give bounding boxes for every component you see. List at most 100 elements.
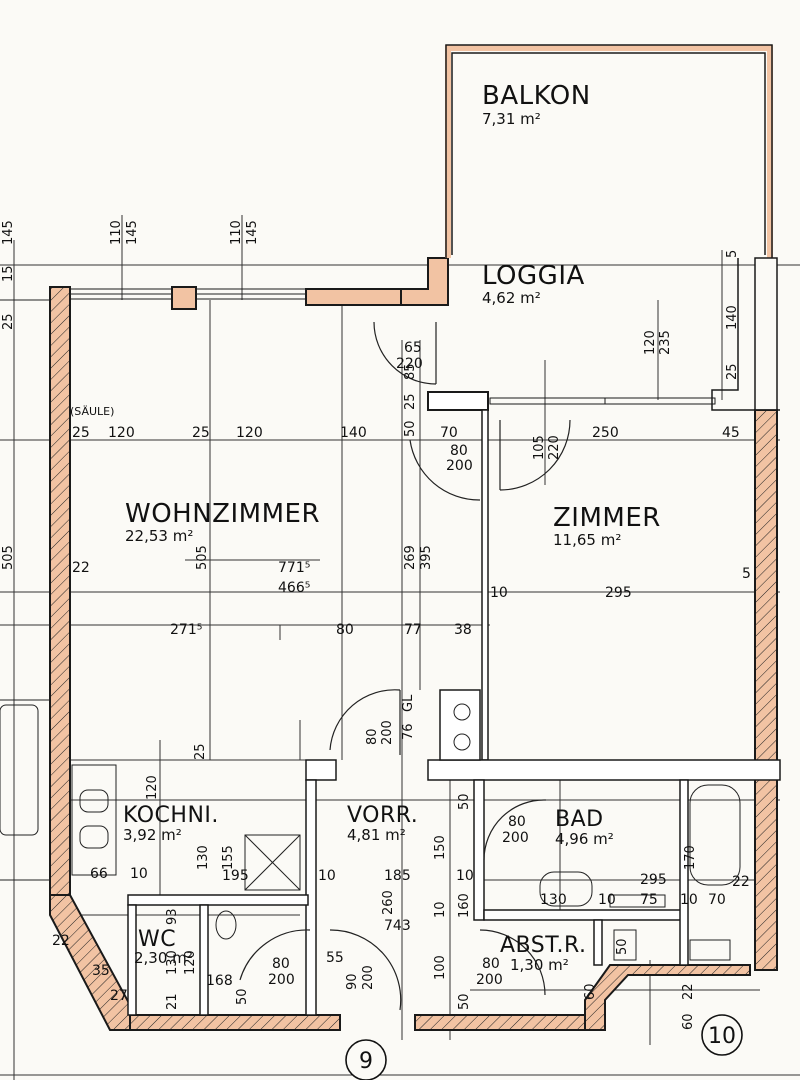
dim-label: 70 [440, 425, 458, 441]
dim-label: 10 [433, 901, 448, 918]
dim-label: 140 [340, 425, 367, 441]
dim-label: 50 [615, 938, 630, 955]
dim-label: 145 [125, 220, 140, 245]
dim-label: 80 [450, 443, 468, 459]
room-labels: BALKON 7,31 m² LOGGIA 4,62 m² WOHNZIMMER… [70, 81, 661, 974]
dim-label: 220 [396, 356, 423, 372]
interior-walls [0, 299, 781, 1016]
room-name-kochni: KOCHNI. [123, 803, 219, 828]
room-area-vorr: 4,81 m² [347, 826, 406, 844]
dim-label: 195 [222, 868, 249, 884]
dim-label: 200 [268, 972, 295, 988]
dim-label: 160 [457, 893, 472, 918]
dim-label: 200 [446, 458, 473, 474]
dim-label: 155 [221, 845, 236, 870]
dim-label: 66 [90, 866, 108, 882]
dim-label: 90 [345, 973, 360, 990]
dim-label: 170 [683, 845, 698, 870]
dim-label: 235 [658, 330, 673, 355]
dim-label: 75 [640, 892, 658, 908]
dim-label: 110 [229, 220, 244, 245]
note-saeule: (SÄULE) [70, 405, 114, 418]
fixtures [0, 704, 741, 961]
dim-label: 200 [380, 720, 395, 745]
dim-label: 25 [192, 425, 210, 441]
axis-9-label: 9 [359, 1049, 373, 1074]
room-name-zimmer: ZIMMER [553, 503, 661, 533]
windows [69, 288, 716, 411]
dim-label: 743 [384, 918, 411, 934]
room-name-balkon: BALKON [482, 81, 591, 111]
dim-label: 185 [384, 868, 411, 884]
dim-label: 80 [508, 814, 526, 830]
dim-label: 220 [547, 435, 562, 460]
room-area-bad: 4,96 m² [555, 830, 614, 848]
axis-markers: 9 10 [345, 1014, 743, 1080]
dim-label: 505 [195, 545, 210, 570]
dim-label: 55 [326, 950, 344, 966]
dim-label: 130 [540, 892, 567, 908]
dim-label: 100 [433, 955, 448, 980]
room-name-loggia: LOGGIA [482, 261, 585, 291]
dim-label: 25 [403, 393, 418, 410]
dim-label: 25 [72, 425, 90, 441]
dim-label: 80 [336, 622, 354, 638]
dim-label: 168 [206, 973, 233, 989]
dimension-labels: 110 145 110 145 145 15 25 505 25 120 25 … [1, 220, 751, 1030]
dim-label: 120 [183, 950, 198, 975]
dim-label: 110 [109, 220, 124, 245]
dim-label: 25 [725, 363, 740, 380]
room-name-wc: WC [138, 927, 176, 952]
dim-label: 25 [1, 313, 16, 330]
dim-label: 60 [681, 1013, 696, 1030]
dim-label: 250 [592, 425, 619, 441]
dim-label: 271⁵ [170, 622, 202, 638]
dim-label: 120 [145, 775, 160, 800]
room-name-wohnzimmer: WOHNZIMMER [125, 499, 320, 529]
dim-label: 10 [130, 866, 148, 882]
dim-label: 93 [165, 908, 180, 925]
room-name-vorr: VORR. [347, 803, 418, 828]
dim-label: 120 [108, 425, 135, 441]
dim-label: 25 [193, 743, 208, 760]
dim-label: 295 [605, 585, 632, 601]
dim-label: 21 [165, 993, 180, 1010]
room-area-zimmer: 11,65 m² [553, 531, 621, 549]
dim-label: 120 [236, 425, 263, 441]
dim-label: 50 [235, 988, 250, 1005]
dim-label: 145 [1, 220, 16, 245]
dim-label: 269 [403, 545, 418, 570]
dim-label: 130 [165, 950, 180, 975]
dim-label: 200 [476, 972, 503, 988]
dim-label: 27 [110, 988, 128, 1004]
dim-label: 80 [365, 728, 380, 745]
exterior-walls [49, 44, 780, 1031]
room-name-abstr: ABST.R. [500, 933, 587, 958]
dim-label: 395 [419, 545, 434, 570]
dim-label: 60 [583, 983, 598, 1000]
dim-label: 22 [52, 933, 70, 949]
dim-label: 38 [454, 622, 472, 638]
dim-label: 145 [245, 220, 260, 245]
dim-label: 105 [532, 435, 547, 460]
dim-label: 466⁵ [278, 580, 310, 596]
room-area-wc: 2,30 m² [134, 949, 193, 967]
dim-label: 22 [72, 560, 90, 576]
dim-label: 5 [742, 566, 751, 582]
dim-label: 10 [456, 868, 474, 884]
dim-label: 200 [502, 830, 529, 846]
dim-label: 5 [725, 250, 740, 258]
dim-label: 50 [403, 420, 418, 437]
dim-label: 50 [457, 793, 472, 810]
dimension-lines [0, 215, 800, 1080]
dim-label: 15 [1, 265, 16, 282]
dim-label: 10 [598, 892, 616, 908]
dim-label: 10 [490, 585, 508, 601]
dim-label: 50 [457, 993, 472, 1010]
dim-label: GL [401, 694, 416, 712]
dim-label: 65 [404, 340, 422, 356]
dim-label: 76 [401, 723, 416, 740]
dim-label: 295 [640, 872, 667, 888]
dim-label: 22 [681, 983, 696, 1000]
